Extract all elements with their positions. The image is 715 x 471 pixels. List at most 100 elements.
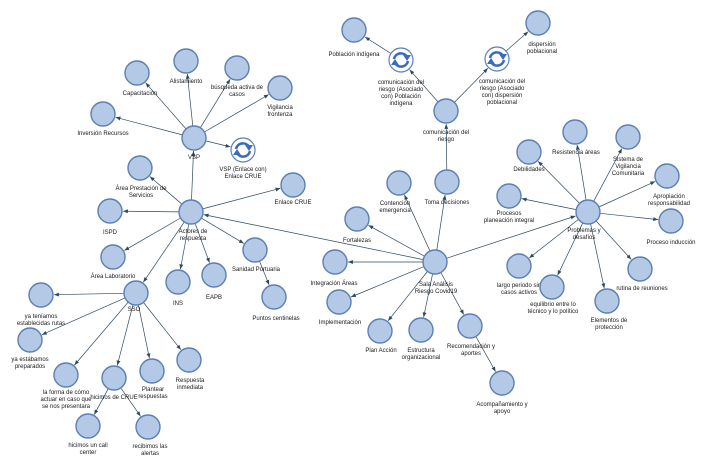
node-label: indígena xyxy=(389,101,413,107)
edge-sala_analisis-to-problemas xyxy=(446,215,576,259)
edge-problemas-to-resistencia xyxy=(575,144,587,201)
node-sso[interactable]: SSO xyxy=(123,280,149,313)
node-puntos_centinelas[interactable]: Puntos centinelas xyxy=(252,284,300,322)
node-label: center xyxy=(80,450,97,456)
node-enlace_crue[interactable]: Enlace CRUE xyxy=(274,172,312,206)
node-integracion_areas[interactable]: Integración Áreas xyxy=(310,249,358,287)
node-label: desafíos xyxy=(573,235,596,241)
node-label: Implementación xyxy=(319,320,361,326)
node-fortalezas[interactable]: Fortalezas xyxy=(343,206,371,244)
node-toma_decisiones[interactable]: Toma decisiones xyxy=(425,169,470,206)
node-circle-icon xyxy=(322,249,348,275)
node-debilidades[interactable]: Debilidades xyxy=(513,139,545,173)
node-area_laboratorio[interactable]: Área Laboratorio xyxy=(91,244,136,280)
node-label: planeación integral xyxy=(484,218,534,224)
edge-problemas-to-proceso_induccion xyxy=(599,212,659,222)
node-label: alertas xyxy=(141,451,159,457)
node-poblacion_indigena[interactable]: Población indígena xyxy=(328,17,380,58)
node-circle-icon xyxy=(165,269,191,295)
edge-actores-to-sso xyxy=(143,221,185,283)
node-circle-icon xyxy=(422,249,448,275)
edge-sanidad_portuaria-to-puntos_centinelas xyxy=(259,260,270,286)
node-hicimos_crue[interactable]: hicimos de CRUE xyxy=(90,365,138,401)
node-vsp[interactable]: VSP xyxy=(181,125,207,161)
node-label: Plan Acción xyxy=(365,348,396,354)
edge-actores-to-enlace_crue xyxy=(202,187,281,210)
node-plan_accion[interactable]: Plan Acción xyxy=(365,318,397,354)
node-eapb[interactable]: EAPB xyxy=(201,262,227,301)
edge-sala_analisis-to-actores xyxy=(203,213,424,260)
node-vsp_enlace[interactable]: VSP (Enlace con)Enlace CRUE xyxy=(219,137,267,180)
node-label: Integración Áreas xyxy=(310,280,357,287)
node-inversion_recursos[interactable]: Inversión Recursos xyxy=(77,101,129,137)
node-implementacion[interactable]: Implementación xyxy=(319,289,361,326)
node-label: largo periodo sin xyxy=(497,283,541,289)
node-alistamiento[interactable]: Alistamiento xyxy=(170,48,203,85)
node-circle-icon xyxy=(181,125,207,151)
node-circle-icon xyxy=(100,244,126,270)
node-label: Enlace CRUE xyxy=(224,174,261,180)
node-label: hicimos un call xyxy=(68,443,107,449)
node-label: recibimos las xyxy=(132,444,167,450)
node-circle-icon xyxy=(433,98,459,124)
edge-problemas-to-rutina_reuniones xyxy=(595,220,632,260)
node-proceso_induccion[interactable]: Proceso inducción xyxy=(646,208,696,246)
node-label: Recomendación y xyxy=(447,344,495,350)
node-resistencia[interactable]: Resistencia áreas xyxy=(552,119,600,156)
edge-actores-to-eapb xyxy=(194,223,210,263)
node-label: VSP (Enlace con) xyxy=(219,167,266,173)
node-ins[interactable]: INS xyxy=(165,269,191,307)
node-label: poblacional xyxy=(527,49,557,55)
edge-problemas-to-sistema_vigilancia xyxy=(593,148,623,202)
node-label: comunicación del xyxy=(423,130,469,136)
node-label: Acompañamiento y xyxy=(476,402,527,408)
node-label: riesgo (Asociado xyxy=(379,87,424,93)
node-circle-icon xyxy=(173,48,199,74)
edge-sso-to-ya_estabamos xyxy=(41,297,126,336)
node-circle-icon xyxy=(344,206,370,232)
node-label: Vigilancia xyxy=(615,164,641,170)
node-label: Riesgo Covid19 xyxy=(415,289,458,295)
edge-sso-to-ya_teniamos xyxy=(53,292,125,297)
node-label: Contención xyxy=(380,201,410,207)
node-circle-icon xyxy=(386,170,412,196)
node-label: Sala Análisis xyxy=(419,282,453,288)
node-capacitacion[interactable]: Capacitación xyxy=(123,60,158,97)
node-circle-icon xyxy=(489,370,515,396)
edge-vsp-to-busqueda_activa xyxy=(200,78,231,128)
node-sanidad_portuaria[interactable]: Sanidad Portuaria xyxy=(232,237,281,273)
node-ispd[interactable]: ISPD xyxy=(97,198,123,236)
edge-actores-to-sanidad_portuaria xyxy=(201,217,244,244)
node-circle-icon xyxy=(261,284,287,310)
node-rutina_reuniones[interactable]: rutina de reuniones xyxy=(616,256,668,292)
edge-actores-to-area_laboratorio xyxy=(124,217,181,251)
node-label: riesgo (Asociado xyxy=(480,86,525,92)
